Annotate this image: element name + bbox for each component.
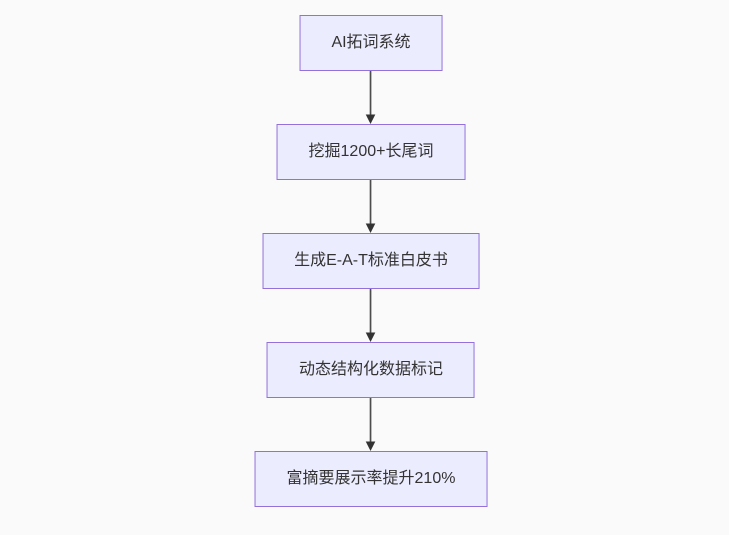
arrow-down-icon (365, 180, 377, 233)
flow-node-label: 富摘要展示率提升210% (286, 469, 456, 487)
flow-node-label: 动态结构化数据标记 (298, 360, 443, 378)
flow-node: 生成E-A-T标准白皮书 (262, 233, 480, 289)
flow-node: 富摘要展示率提升210% (254, 451, 488, 507)
flow-node: AI拓词系统 (299, 15, 443, 71)
flow-node-label: 生成E-A-T标准白皮书 (294, 251, 448, 269)
flow-node: 动态结构化数据标记 (266, 342, 475, 398)
flow-node: 挖掘1200+长尾词 (276, 124, 466, 180)
arrow-down-icon (365, 398, 377, 451)
flow-node-label: 挖掘1200+长尾词 (308, 142, 434, 160)
flowchart: AI拓词系统 挖掘1200+长尾词 生成E-A-T标准白皮书 (254, 15, 488, 507)
arrow-down-icon (365, 289, 377, 342)
arrow-down-icon (365, 71, 377, 124)
flow-node-label: AI拓词系统 (331, 33, 411, 51)
